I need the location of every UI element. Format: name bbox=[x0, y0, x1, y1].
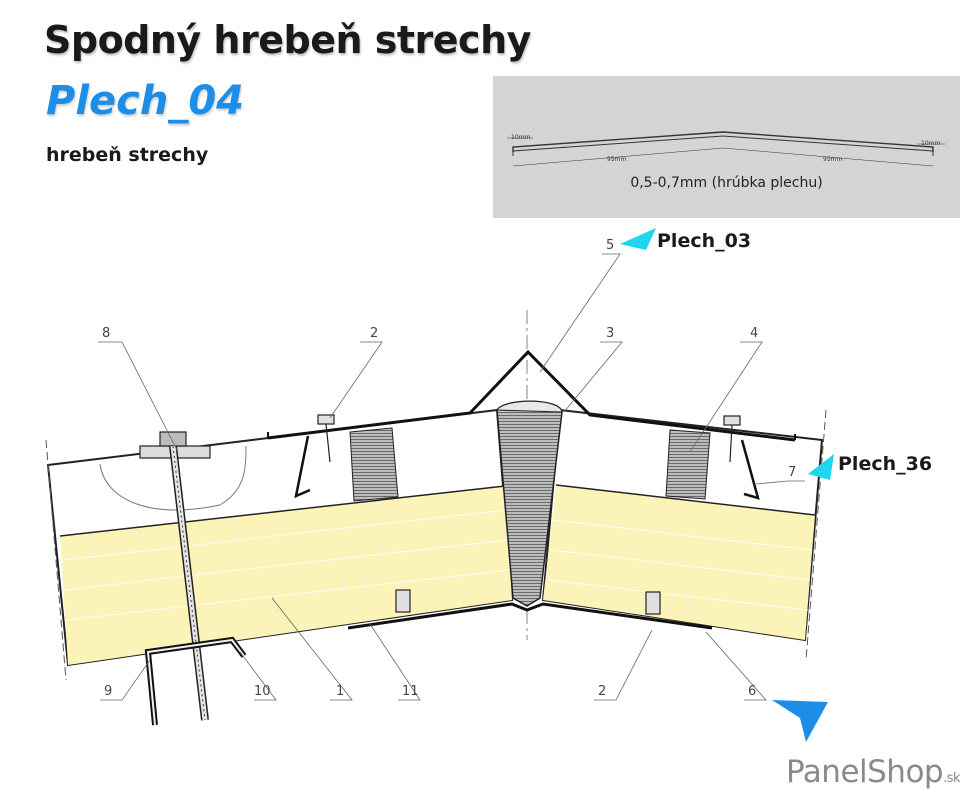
callout-2-bottom: 2 bbox=[598, 684, 607, 699]
dim-left-lip: 10mm bbox=[511, 134, 531, 141]
callout-10: 10 bbox=[254, 684, 271, 699]
callout-7: 7 bbox=[788, 465, 797, 480]
dim-left-span: 95mm bbox=[607, 156, 627, 163]
callout-leaders bbox=[98, 253, 805, 701]
callout-3: 3 bbox=[606, 326, 615, 341]
left-sandwich-panel bbox=[46, 408, 514, 667]
callout-1: 1 bbox=[336, 684, 345, 699]
callout-9: 9 bbox=[104, 684, 113, 699]
callout-2-top: 2 bbox=[370, 326, 379, 341]
brand-name: PanelShop bbox=[786, 754, 944, 790]
brand-logo: PanelShop.sk bbox=[786, 754, 961, 790]
dim-right-lip: 10mm bbox=[921, 140, 941, 147]
right-sandwich-panel bbox=[541, 408, 824, 642]
left-cut-line bbox=[45, 439, 67, 681]
brand-suffix: .sk bbox=[943, 771, 961, 786]
left-foam-filler bbox=[349, 427, 399, 502]
product-caption: hrebeň strechy bbox=[46, 144, 209, 166]
long-fastener bbox=[139, 431, 211, 721]
product-code: Plech_04 bbox=[46, 78, 245, 124]
callout-6: 6 bbox=[748, 684, 757, 699]
fastener-screws bbox=[317, 414, 741, 615]
right-foam-filler bbox=[665, 429, 711, 500]
dim-right-span: 95mm bbox=[823, 156, 843, 163]
left-side-flashing bbox=[294, 435, 311, 499]
top-ridge-flashing bbox=[267, 349, 796, 442]
page-title: Spodný hrebeň strechy bbox=[44, 18, 531, 62]
bottom-ridge-flashing bbox=[347, 602, 713, 630]
thickness-note: 0,5-0,7mm (hrúbka plechu) bbox=[630, 175, 823, 191]
sheet-profile-drawing bbox=[507, 131, 945, 167]
sheet-profile-panel: 10mm 10mm 95mm 95mm 0,5-0,7mm (hrúbka pl… bbox=[493, 76, 960, 218]
callout-8: 8 bbox=[102, 326, 111, 341]
bottom-flashing-arrow bbox=[772, 700, 828, 742]
tag-arrow-top bbox=[620, 228, 656, 250]
callout-11: 11 bbox=[402, 684, 419, 699]
right-side-flashing bbox=[740, 439, 760, 500]
tag-plech-36: Plech_36 bbox=[838, 453, 933, 475]
callout-5: 5 bbox=[606, 238, 615, 253]
tag-plech-03: Plech_03 bbox=[657, 230, 752, 252]
callout-4: 4 bbox=[750, 326, 759, 341]
tag-arrow-right bbox=[808, 454, 834, 480]
right-cut-line bbox=[805, 409, 827, 661]
